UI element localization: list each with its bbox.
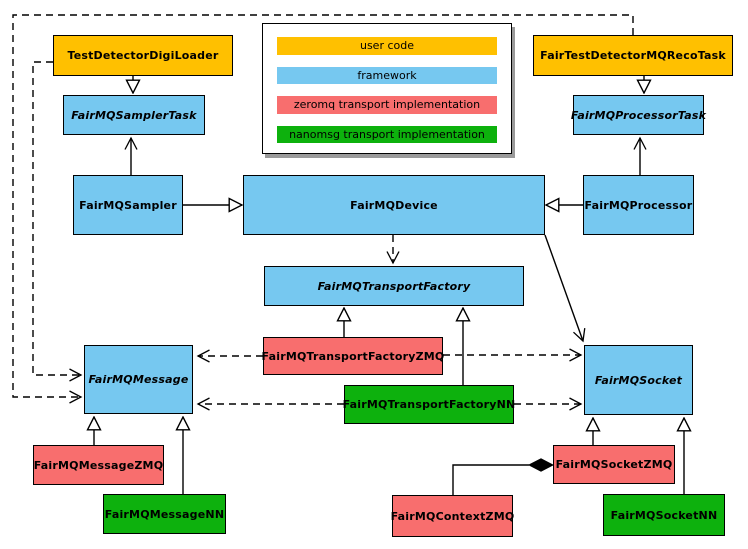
node-fairmq-socket-nn: FairMQSocketNN xyxy=(603,494,725,536)
node-fairmq-transport-factory: FairMQTransportFactory xyxy=(264,266,524,306)
legend-item-zeromq: zeromq transport implementation xyxy=(277,96,497,114)
edge-recotask-to-message xyxy=(12,14,634,404)
node-fairmq-message-nn: FairMQMessageNN xyxy=(103,494,226,534)
legend: user code framework zeromq transport imple… xyxy=(262,23,512,154)
node-fairmq-processor-task: FairMQProcessorTask xyxy=(571,95,706,135)
node-fairmq-device: FairMQDevice xyxy=(243,175,545,235)
node-fairmq-message: FairMQMessage xyxy=(84,345,193,414)
node-fairmq-sampler-task: FairMQSamplerTask xyxy=(63,95,205,135)
edge-device-to-socket xyxy=(544,234,586,343)
node-fairmq-transport-factory-nn: FairMQTransportFactoryNN xyxy=(343,385,515,424)
node-fairmq-transport-factory-zmq: FairMQTransportFactoryZMQ xyxy=(262,337,444,375)
node-fairmq-sampler: FairMQSampler xyxy=(73,175,183,235)
legend-item-user_code: user code xyxy=(277,37,497,55)
legend-item-framework: framework xyxy=(277,66,497,84)
node-fairmq-processor: FairMQProcessor xyxy=(583,175,694,235)
edge-contextzmq-to-socketzmq xyxy=(452,465,529,495)
legend-item-nanomsg: nanomsg transport implementation xyxy=(277,125,497,143)
node-fairmq-socket-zmq: FairMQSocketZMQ xyxy=(553,445,675,484)
node-fairmq-message-zmq: FairMQMessageZMQ xyxy=(33,445,164,485)
node-fairmq-context-zmq: FairMQContextZMQ xyxy=(391,495,514,537)
node-fairmq-socket: FairMQSocket xyxy=(584,345,693,415)
node-test-detector-digi-loader: TestDetectorDigiLoader xyxy=(53,35,233,76)
node-fair-test-detector-mq-reco-task: FairTestDetectorMQRecoTask xyxy=(533,35,733,76)
